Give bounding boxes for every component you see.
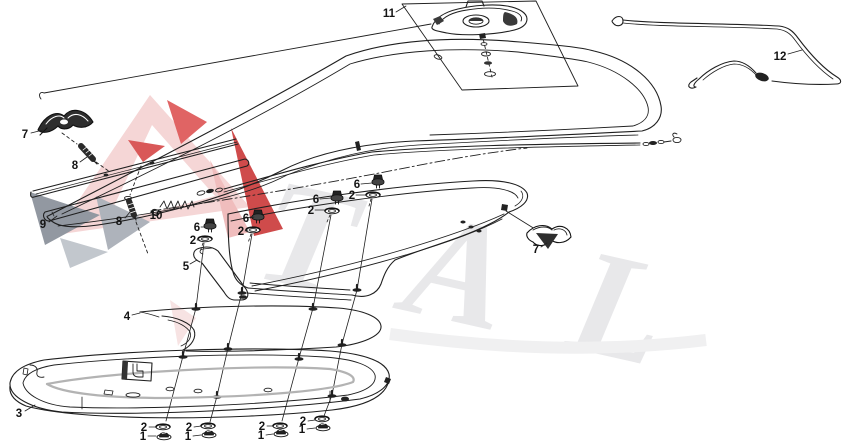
part-7-latch-right xyxy=(526,224,572,249)
part-7-latch-left xyxy=(37,109,94,136)
part-label-4: 4 xyxy=(124,311,131,323)
part-8-pin-upper xyxy=(78,143,98,165)
part-label-9: 9 xyxy=(40,219,46,231)
part-12-wire-handle xyxy=(611,15,842,89)
part-label-6-4: 6 xyxy=(354,179,360,191)
part-label-1-c: 1 xyxy=(258,430,265,442)
fastener-set-2 xyxy=(245,209,265,244)
part-11-cap xyxy=(431,0,528,78)
part-label-6-1: 6 xyxy=(194,222,200,234)
bottom-fastener-set-c xyxy=(272,422,289,438)
part-label-2-3: 2 xyxy=(308,205,314,217)
watermark-logo xyxy=(30,95,283,346)
part-label-1-a: 1 xyxy=(140,431,147,443)
watermark-text: TAL xyxy=(245,146,749,413)
part-label-1-b: 1 xyxy=(185,431,192,443)
part-label-8-lower: 8 xyxy=(116,216,123,228)
throttle-cable xyxy=(223,132,682,193)
part-9-strip xyxy=(43,158,250,222)
part-label-2-d: 2 xyxy=(300,416,306,428)
part-3-tray xyxy=(9,348,391,419)
cap-leader-line xyxy=(39,23,432,100)
part-label-2-b: 2 xyxy=(186,422,192,434)
watermark-letters: TAL xyxy=(245,146,749,413)
side-panel xyxy=(227,180,544,301)
part-label-12: 12 xyxy=(774,51,787,63)
part-label-7-left: 7 xyxy=(22,129,28,141)
part-label-8-upper: 8 xyxy=(72,160,79,172)
fastener-set-4 xyxy=(365,174,385,207)
part-label-2-a: 2 xyxy=(141,422,147,434)
part-label-3: 3 xyxy=(16,408,22,420)
part-label-2-2: 2 xyxy=(238,226,244,238)
part-4-panel xyxy=(139,305,382,352)
part-label-6-2: 6 xyxy=(243,213,249,225)
fastener-set-1 xyxy=(197,218,217,253)
part-label-1-d: 1 xyxy=(299,424,306,436)
part-8-pin-lower xyxy=(124,195,137,221)
cap-detail-box xyxy=(401,0,579,91)
part-label-2-4: 2 xyxy=(349,190,355,202)
cable-stop-pin xyxy=(355,141,361,151)
fastener-set-3 xyxy=(324,190,344,223)
part-label-2-1: 2 xyxy=(190,235,196,247)
part-label-6-3: 6 xyxy=(313,194,319,206)
part-label-5: 5 xyxy=(183,261,190,273)
part-label-2-c: 2 xyxy=(259,421,265,433)
cable-centerline xyxy=(150,147,528,212)
assembly-dashed-leaders xyxy=(61,132,149,255)
part-labels: 11 12 7 8 9 8 10 6 2 6 2 6 2 6 2 5 7 4 3… xyxy=(16,8,787,443)
part-label-11: 11 xyxy=(383,8,396,20)
bottom-fastener-set-a xyxy=(155,423,172,441)
part-label-10: 10 xyxy=(150,210,163,222)
watermark-swoosh xyxy=(389,328,707,354)
bottom-fastener-set-b xyxy=(200,422,217,439)
bottom-fastener-set-d xyxy=(314,415,331,432)
label-leader-lines xyxy=(24,5,803,437)
part-10-spring xyxy=(151,187,223,217)
rail-upper xyxy=(30,138,239,198)
part-label-7-right: 7 xyxy=(533,244,539,256)
latch-striker xyxy=(501,204,508,211)
